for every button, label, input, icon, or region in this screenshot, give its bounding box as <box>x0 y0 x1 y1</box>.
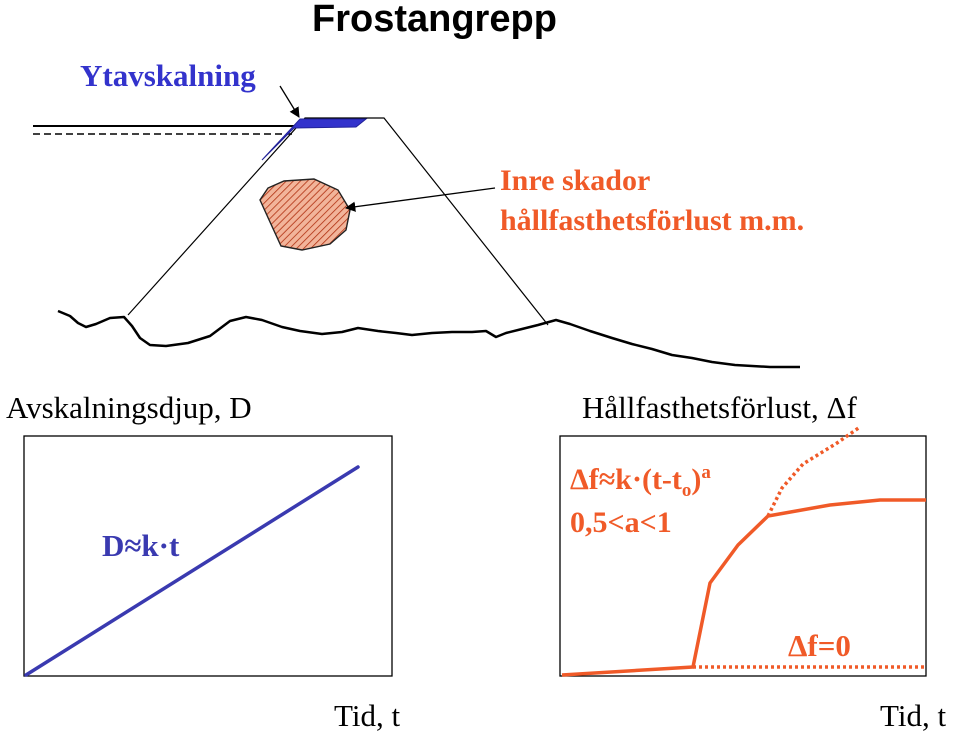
right-chart-condition: 0,5<a<1 <box>570 506 672 539</box>
surface-scaling-area <box>261 118 368 161</box>
right-chart-y-title: Hållfasthetsförlust, Δf <box>582 390 857 425</box>
right-chart-formula: Δf≈k·(t-to)a <box>570 463 711 500</box>
right-chart-strength-loss-line <box>561 498 926 677</box>
left-chart-frame <box>23 435 393 677</box>
surface-scaling-arrow <box>279 85 300 118</box>
left-chart-series-line <box>24 465 360 677</box>
left-chart-formula: D≈k·t <box>102 528 180 563</box>
page-title: Frostangrepp <box>312 0 557 40</box>
right-chart-x-title: Tid, t <box>880 698 947 733</box>
right-chart-zero-label: Δf=0 <box>788 628 851 663</box>
surface-scaling-label: Ytavskalning <box>80 58 256 93</box>
internal-damage-label-line2: hållfasthetsförlust m.m. <box>500 204 805 237</box>
right-chart-frame <box>559 435 927 677</box>
right-chart-formula-main: Δf≈k·(t-t <box>570 463 682 496</box>
internal-damage-area <box>259 178 351 251</box>
embankment-outline <box>127 117 549 326</box>
right-chart-formula-sub: o <box>681 480 692 501</box>
ground-line <box>57 309 800 369</box>
right-chart-extrapolation-dotted <box>766 425 861 517</box>
embankment-diagram <box>33 85 800 369</box>
left-chart-y-title: Avskalningsdjup, D <box>6 390 252 425</box>
internal-damage-arrow <box>344 187 496 212</box>
right-chart <box>559 425 927 677</box>
right-chart-formula-sup: a <box>701 462 711 483</box>
right-chart-formula-close: ) <box>691 463 702 496</box>
internal-damage-label-line1: Inre skador <box>500 164 651 197</box>
left-chart <box>23 435 393 677</box>
left-chart-x-title: Tid, t <box>334 698 401 733</box>
